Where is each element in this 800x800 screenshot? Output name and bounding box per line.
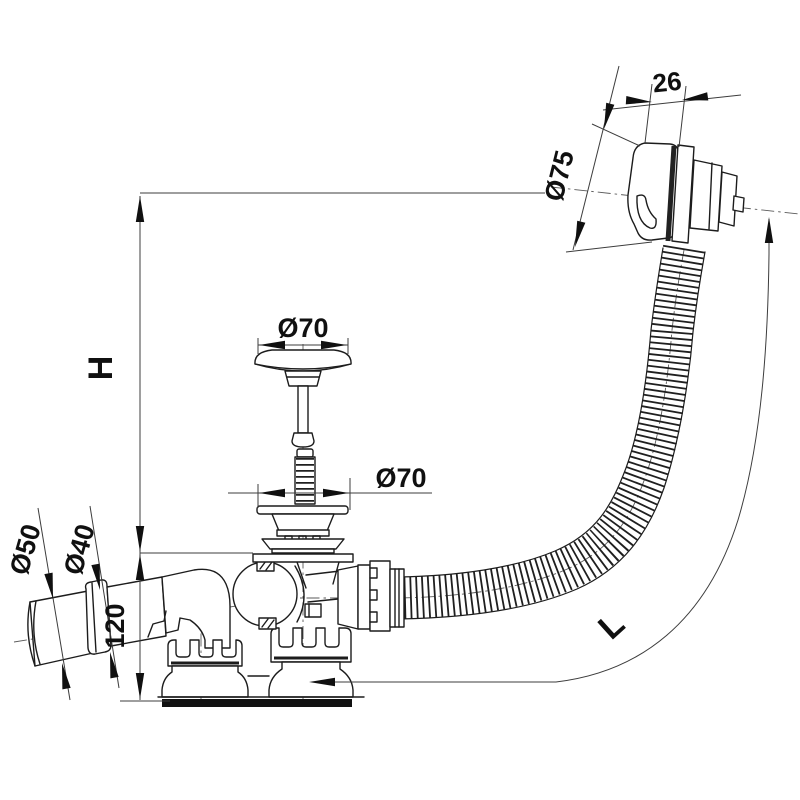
overflow-body-split <box>708 162 713 230</box>
arrow-40-bottom <box>110 652 119 679</box>
arrow-26-left <box>625 95 652 105</box>
arrow-75-bottom <box>575 220 586 247</box>
label-outlet-outer-diameter: Ø50 <box>4 521 47 578</box>
arrow-plug-right <box>321 340 347 350</box>
overflow-body <box>689 159 723 232</box>
plug-stem-foot <box>291 432 315 448</box>
overflow-flange-ring <box>671 144 695 244</box>
arrow-flange-left <box>259 488 285 498</box>
elbow-body <box>161 568 231 649</box>
base-plate <box>162 699 352 707</box>
drain-plug <box>254 349 352 505</box>
overflow-rear-ring <box>718 171 738 227</box>
screw-cap <box>296 448 314 458</box>
label-overflow-cap-diameter: Ø75 <box>539 147 580 204</box>
arrow-75-top <box>604 102 615 129</box>
label-hose-length: L <box>591 605 632 647</box>
dim-curve-L <box>335 219 770 683</box>
arrow-plug-left <box>259 340 285 350</box>
strainer-rim <box>276 529 330 537</box>
strainer-bowl <box>271 513 335 532</box>
hose-outer-edge <box>397 247 664 578</box>
arrow-120-bottom <box>135 673 145 699</box>
arrow-50-bottom <box>62 663 71 690</box>
arrow-50-top <box>44 572 53 599</box>
dim-line-40 <box>89 505 120 689</box>
seal-washer <box>261 538 345 550</box>
dimension-lines <box>37 65 770 702</box>
outlet-pipe-face-outer <box>27 601 36 667</box>
right-riser-flare <box>268 661 354 698</box>
overflow-gap-band <box>665 145 677 242</box>
left-slip-nut <box>167 639 243 667</box>
outlet-cone <box>337 565 359 630</box>
label-cap-width: 26 <box>651 66 683 99</box>
dim-line-50 <box>37 507 71 701</box>
seal-band <box>271 548 335 554</box>
hose-corrugation <box>397 244 705 619</box>
outlet-pipe-collar-line <box>91 582 97 653</box>
overflow-rear-nub <box>732 195 745 213</box>
ball-clamp <box>304 603 322 618</box>
extension-26 <box>644 83 687 148</box>
centerline-hose-axis <box>397 249 685 599</box>
plug-stem <box>297 385 309 434</box>
drain-base <box>157 627 365 707</box>
outlet-pipe-face-inner <box>33 600 41 665</box>
label-base-height: 120 <box>100 603 130 648</box>
hose-inner-edge <box>397 251 706 620</box>
tub-flange-plate <box>252 553 354 563</box>
right-slip-nut <box>270 627 352 663</box>
hose-collar <box>389 568 405 628</box>
elbow-bracket <box>147 610 167 638</box>
extension-75 <box>565 123 653 253</box>
ball-clip-bottom-hatch <box>261 618 275 629</box>
screw-body <box>294 456 316 505</box>
arrow-H-bottom <box>135 526 145 552</box>
overflow-cap-crescent <box>636 194 657 229</box>
outlet-pipe-end <box>29 590 94 667</box>
dim-line-75 <box>572 65 620 251</box>
label-waste-flange-diameter: Ø70 <box>375 463 426 493</box>
corrugated-hose <box>397 244 706 620</box>
overflow-head <box>627 142 745 244</box>
dim-line-26 <box>602 94 742 111</box>
hose-nut-slots <box>369 567 378 623</box>
arrow-26-right <box>682 92 709 101</box>
ball-clip-bottom <box>258 617 277 630</box>
arrow-40-top <box>91 563 100 590</box>
plug-hub <box>284 370 322 387</box>
hose-collar-lines <box>394 568 400 628</box>
label-plug-diameter: Ø70 <box>277 313 328 343</box>
siphon-funnel <box>296 561 341 603</box>
waste-strainer <box>252 505 354 563</box>
left-riser-flare <box>161 665 249 698</box>
plug-underside <box>254 363 352 370</box>
ball-socket-arc <box>294 565 305 623</box>
arrow-L-left <box>309 677 335 687</box>
outlet-plate <box>357 564 371 630</box>
arrow-H-top <box>135 196 145 222</box>
arrow-flange-right <box>323 488 349 498</box>
plug-dome <box>254 349 352 372</box>
strainer-plate <box>256 505 349 515</box>
dimension-arrows <box>44 92 774 699</box>
hose-nut <box>369 560 391 632</box>
siphon-ball-joint <box>232 559 405 632</box>
label-install-height: H <box>82 356 120 381</box>
arrow-120-top <box>135 554 145 580</box>
arrow-L-top <box>764 217 774 243</box>
